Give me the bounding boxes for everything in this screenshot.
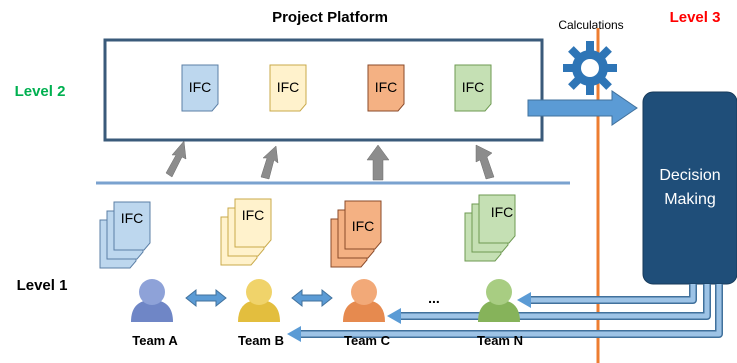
platform-ifc-doc-orange: IFC: [367, 64, 405, 112]
person-icon-team-a: [131, 279, 173, 322]
person-icon-team-b: [238, 279, 280, 322]
team-b-ifc-stack: IFC: [220, 198, 272, 266]
upload-arrow-n: [475, 144, 495, 180]
level2-label: Level 2: [15, 83, 66, 100]
feedback-to-team-n: [530, 284, 696, 303]
person-icon-team-c: [343, 279, 385, 322]
team-n-label: Team N: [477, 333, 523, 348]
team-n-ifc-stack: IFC: [464, 194, 516, 262]
team-a-label: Team A: [132, 333, 178, 348]
upload-arrow-c: [366, 144, 390, 181]
collab-arrow-b-c: [291, 288, 333, 308]
ifc-label: IFC: [491, 204, 514, 220]
ifc-label: IFC: [277, 79, 300, 95]
team-c-label: Team C: [344, 333, 391, 348]
ellipsis: ...: [428, 290, 440, 306]
upload-arrow-a: [165, 140, 187, 178]
platform-to-decision-arrow: [527, 90, 638, 126]
feedback-arrowhead-b: [287, 326, 301, 342]
platform-ifc-doc-green: IFC: [454, 64, 492, 112]
team-b-label: Team B: [238, 333, 284, 348]
feedback-arrowhead-c: [387, 308, 401, 324]
calculations-label: Calculations: [558, 18, 623, 32]
ifc-label: IFC: [462, 79, 485, 95]
collab-arrow-a-b: [185, 288, 227, 308]
decision-line2: Making: [664, 191, 716, 208]
person-icon-team-n: [478, 279, 520, 322]
ifc-label: IFC: [352, 218, 375, 234]
level3-label: Level 3: [670, 9, 721, 26]
upload-arrow-b: [260, 145, 279, 180]
platform-ifc-doc-blue: IFC: [181, 64, 219, 112]
platform-title: Project Platform: [272, 9, 388, 26]
team-c-ifc-stack: IFC: [330, 200, 382, 268]
ifc-label: IFC: [242, 207, 265, 223]
feedback-to-team-b: [300, 284, 722, 337]
level1-label: Level 1: [17, 277, 68, 294]
feedback-arrowhead-n: [517, 292, 531, 308]
ifc-label: IFC: [121, 210, 144, 226]
gear-icon: [563, 41, 617, 95]
ifc-label: IFC: [375, 79, 398, 95]
decision-making-box: [642, 91, 737, 285]
decision-line1: Decision: [659, 167, 720, 184]
ifc-label: IFC: [189, 79, 212, 95]
team-a-ifc-stack: IFC: [99, 201, 151, 269]
platform-ifc-doc-yellow: IFC: [269, 64, 307, 112]
